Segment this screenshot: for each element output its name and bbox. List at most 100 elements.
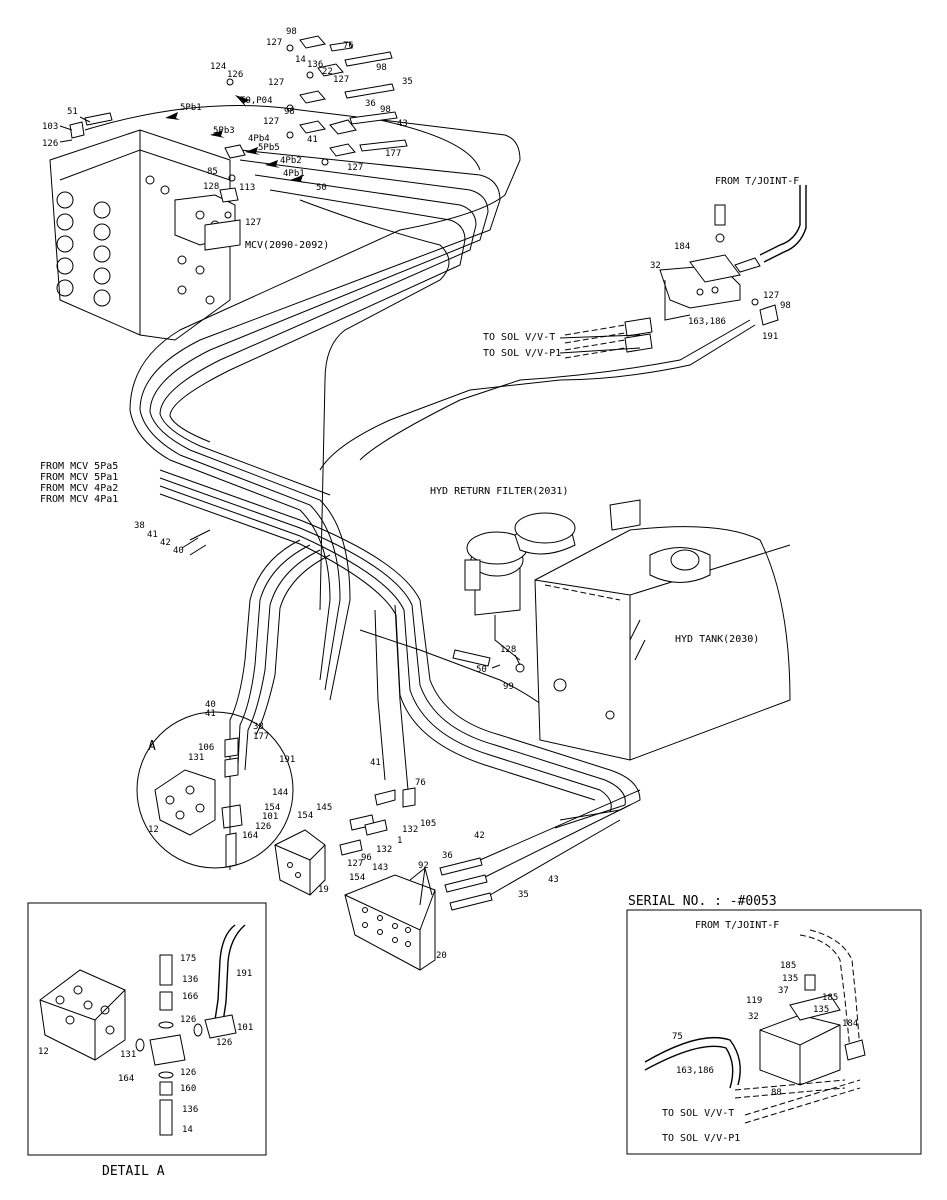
part-126: 126 bbox=[180, 1068, 196, 1078]
port-labels: 5Pb1 5Pb3 4Pb4 5Pb5 4Pb2 4Pb1 TO,P04 bbox=[180, 96, 305, 179]
part-154: 154 bbox=[297, 811, 313, 821]
port-to-p04: TO,P04 bbox=[240, 96, 273, 106]
part-191: 191 bbox=[279, 755, 295, 765]
part-164: 164 bbox=[242, 831, 258, 841]
part-126: 126 bbox=[42, 139, 58, 149]
part-144: 144 bbox=[272, 788, 288, 798]
port-4pb4: 4Pb4 bbox=[248, 134, 270, 144]
part-85: 85 bbox=[207, 167, 218, 177]
part-20: 20 bbox=[436, 951, 447, 961]
top-fittings bbox=[69, 35, 408, 219]
part-12: 12 bbox=[148, 825, 159, 835]
part-32: 32 bbox=[650, 261, 661, 271]
inset-labels: SERIAL NO. : -#0053 FROM T/JOINT-F TO SO… bbox=[628, 894, 779, 1144]
center-blocks bbox=[274, 787, 641, 971]
pilot-tube-bundle bbox=[84, 105, 756, 829]
part-88: 88 bbox=[771, 1088, 782, 1098]
part-145: 145 bbox=[316, 803, 332, 813]
part-99: 99 bbox=[503, 682, 514, 692]
part-131: 131 bbox=[120, 1050, 136, 1060]
part-163-186: 163,186 bbox=[688, 317, 726, 327]
part-42: 42 bbox=[160, 538, 171, 548]
part-127: 127 bbox=[763, 291, 779, 301]
tank-label: HYD TANK(2030) bbox=[675, 634, 759, 645]
part-14: 14 bbox=[182, 1125, 193, 1135]
part-135: 135 bbox=[813, 1005, 829, 1015]
part-113: 113 bbox=[239, 183, 255, 193]
part-103: 103 bbox=[42, 122, 58, 132]
part-126: 126 bbox=[216, 1038, 232, 1048]
part-127: 127 bbox=[347, 163, 363, 173]
hyd-tank-assembly bbox=[452, 499, 791, 761]
part-191: 191 bbox=[236, 969, 252, 979]
filter-label: HYD RETURN FILTER(2031) bbox=[430, 486, 568, 497]
leader-lines bbox=[59, 116, 641, 906]
part-98: 98 bbox=[376, 63, 387, 73]
inset-to-sol-p1: TO SOL V/V-P1 bbox=[662, 1133, 740, 1144]
part-40: 40 bbox=[205, 700, 216, 710]
detail-labels: A DETAIL A bbox=[102, 739, 165, 1179]
part-number-labels: 98 127 76 14 136 124 126 22 127 98 35 12… bbox=[38, 27, 858, 1135]
mcv-label: MCV(2090-2092) bbox=[245, 240, 329, 251]
part-127: 127 bbox=[268, 78, 284, 88]
from-mcv-4pa2-label: FROM MCV 4Pa2 bbox=[40, 483, 118, 494]
part-98: 98 bbox=[286, 27, 297, 37]
serial-label: SERIAL NO. : -#0053 bbox=[628, 894, 777, 909]
part-184: 184 bbox=[842, 1019, 858, 1029]
from-mcv-5pa5-label: FROM MCV 5Pa5 bbox=[40, 461, 118, 472]
part-40: 40 bbox=[173, 546, 184, 556]
part-143: 143 bbox=[372, 863, 388, 873]
part-136: 136 bbox=[307, 60, 323, 70]
part-76: 76 bbox=[343, 41, 354, 51]
part-76: 76 bbox=[415, 778, 426, 788]
part-38: 38 bbox=[253, 722, 264, 732]
part-35: 35 bbox=[518, 890, 529, 900]
part-135: 135 bbox=[782, 974, 798, 984]
part-32: 32 bbox=[748, 1012, 759, 1022]
part-127: 127 bbox=[266, 38, 282, 48]
part-41: 41 bbox=[370, 758, 381, 768]
part-131: 131 bbox=[188, 753, 204, 763]
part-128: 128 bbox=[203, 182, 219, 192]
detail-a-title: DETAIL A bbox=[102, 1164, 165, 1179]
part-177: 177 bbox=[385, 149, 401, 159]
inset-to-sol-t: TO SOL V/V-T bbox=[662, 1108, 734, 1119]
part-75: 75 bbox=[672, 1032, 683, 1042]
part-127: 127 bbox=[347, 859, 363, 869]
part-127: 127 bbox=[245, 218, 261, 228]
to-sol-p1-label: TO SOL V/V-P1 bbox=[483, 348, 561, 359]
port-4pb1: 4Pb1 bbox=[283, 169, 305, 179]
part-35: 35 bbox=[402, 77, 413, 87]
part-12: 12 bbox=[38, 1047, 49, 1057]
detail-a-callout bbox=[136, 711, 294, 870]
part-41: 41 bbox=[205, 709, 216, 719]
part-1: 1 bbox=[397, 836, 402, 846]
port-4pb2: 4Pb2 bbox=[280, 156, 302, 166]
right-bracket-assembly bbox=[564, 185, 807, 359]
port-5pb3: 5Pb3 bbox=[213, 126, 235, 136]
part-98: 98 bbox=[284, 107, 295, 117]
part-98: 98 bbox=[780, 301, 791, 311]
part-43: 43 bbox=[397, 119, 408, 129]
part-185: 185 bbox=[822, 993, 838, 1003]
component-labels: MCV(2090-2092) HYD RETURN FILTER(2031) H… bbox=[40, 176, 799, 645]
part-105: 105 bbox=[420, 819, 436, 829]
part-185: 185 bbox=[780, 961, 796, 971]
part-132: 132 bbox=[376, 845, 392, 855]
part-191: 191 bbox=[762, 332, 778, 342]
part-175: 175 bbox=[180, 954, 196, 964]
part-136: 136 bbox=[182, 975, 198, 985]
part-101: 101 bbox=[237, 1023, 253, 1033]
part-154: 154 bbox=[349, 873, 365, 883]
part-38: 38 bbox=[134, 521, 145, 531]
part-177: 177 bbox=[253, 732, 269, 742]
part-164: 164 bbox=[118, 1074, 134, 1084]
part-36: 36 bbox=[442, 851, 453, 861]
part-127: 127 bbox=[333, 75, 349, 85]
from-tjoint-label: FROM T/JOINT-F bbox=[715, 176, 799, 187]
mcv-assembly bbox=[49, 129, 241, 341]
part-163-186: 163,186 bbox=[676, 1066, 714, 1076]
inset-from-tjoint: FROM T/JOINT-F bbox=[695, 920, 779, 931]
part-126: 126 bbox=[255, 822, 271, 832]
part-42: 42 bbox=[474, 831, 485, 841]
